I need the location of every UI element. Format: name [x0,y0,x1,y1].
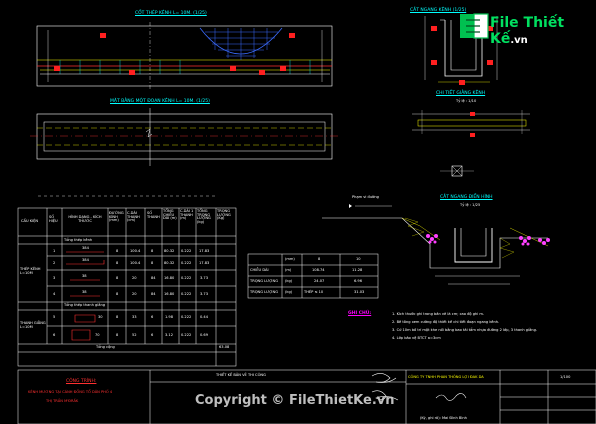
note-1: 1. Kích thước ghi trong bản vẽ là cm; ca… [392,312,485,316]
th-tong-chieu-dai: TỔNG CHIỀU DÀI (m) [163,209,177,221]
logo-mark [460,13,489,39]
site-logo: File Thiết Kế.vn [490,15,565,47]
title-rebar-elevation: CỐT THÉP KÊNH L= 10M. (1/25) [135,11,207,16]
th-so-hieu: SỐ HIỆU [49,215,58,223]
rebar-markers [54,33,295,75]
total-label: Tổng cộng [96,345,115,349]
title-block-grid [17,369,596,424]
plan-view [30,108,340,166]
project-line-2: THỊ TRẤN M'ĐRĂK [46,399,79,403]
title-plan: MẶT BẰNG MỘT ĐOẠN KÊNH L= 10M. (1/25) [110,99,210,104]
tie-detail [412,110,530,177]
note-4: 4. Lớp bảo vệ BTCT a=3cm [392,336,441,340]
th-dai-1-thanh: C.DÀI 1 THANH (m) [180,209,194,221]
note-2: 2. Bê tông xem cường độ thiết kế chi tiế… [392,320,500,324]
th-tong-trong-luong: TỔNG TRỌNG LƯỢNG (kg) [197,209,211,224]
group1-name: THÉP KÊNH L=10M [20,267,41,275]
project-line-1: KÊNH MƯƠNG TẠI CÁNH ĐỒNG TỔ DÂN PHỐ 4 [28,390,113,394]
th-hinh-dang: HÌNH DẠNG - KÍCH THƯỚC [68,215,102,223]
title-cross-section: CẮT NGANG KÊNH (1/25) [410,8,467,13]
th-so-thanh: SỐ THANH [147,211,160,219]
group2-name: THANH GIẰNG L=10M [20,321,46,329]
elevation-rebar [36,22,333,90]
th-cau-kien: CẤU KIỆN [21,219,39,223]
total-value: 63.08 [219,345,230,349]
group2-title: Tổng thép thanh giằng [64,303,106,307]
road-limit-label: Phạm vi đường [352,195,379,199]
group1-title: Tổng thép kênh [64,238,93,242]
note-3: 3. Cứ 10m bố trí một khe nối bằng bao tả… [392,328,537,332]
rebar-shapes [66,251,105,341]
tie-detail-scale: Tỷ lệ : 1/10 [456,99,477,103]
company-name: CÔNG TY TNHH PHAN THÔNG LỢI ĐAK DA [408,375,484,379]
th-chieu-dai: C.DÀI THANH (cm) [127,211,140,223]
plant-symbols [426,234,550,246]
title-tie-detail: CHI TIẾT GIẰNG KÊNH [436,91,486,96]
signatures [371,373,467,401]
th-duong-kinh: ĐƯỜNG KÍNH (mm) [109,211,124,223]
material-table-grid [247,253,379,299]
rebar-table-grid [17,195,237,367]
project-label: CÔNG TRÌNH: [66,379,97,384]
signer: (Ký, ghi rõ): Mai Đình Bình [420,416,467,420]
design-stage: THIẾT KẾ BẢN VẼ THI CÔNG [216,373,266,377]
typical-section-scale: Tỷ lệ : 1/25 [460,203,481,207]
typical-section [322,204,549,285]
notes-title: GHI CHÚ: [348,311,372,316]
copyright-watermark: Copyright © FileThietKe.vn [195,393,395,408]
th-trong-luong: TRỌNG LƯỢNG (Kg) [217,209,231,221]
title-typical-section: CẮT NGANG ĐIỂN HÌNH [440,195,493,200]
scale-label: 1/100 [560,375,571,379]
